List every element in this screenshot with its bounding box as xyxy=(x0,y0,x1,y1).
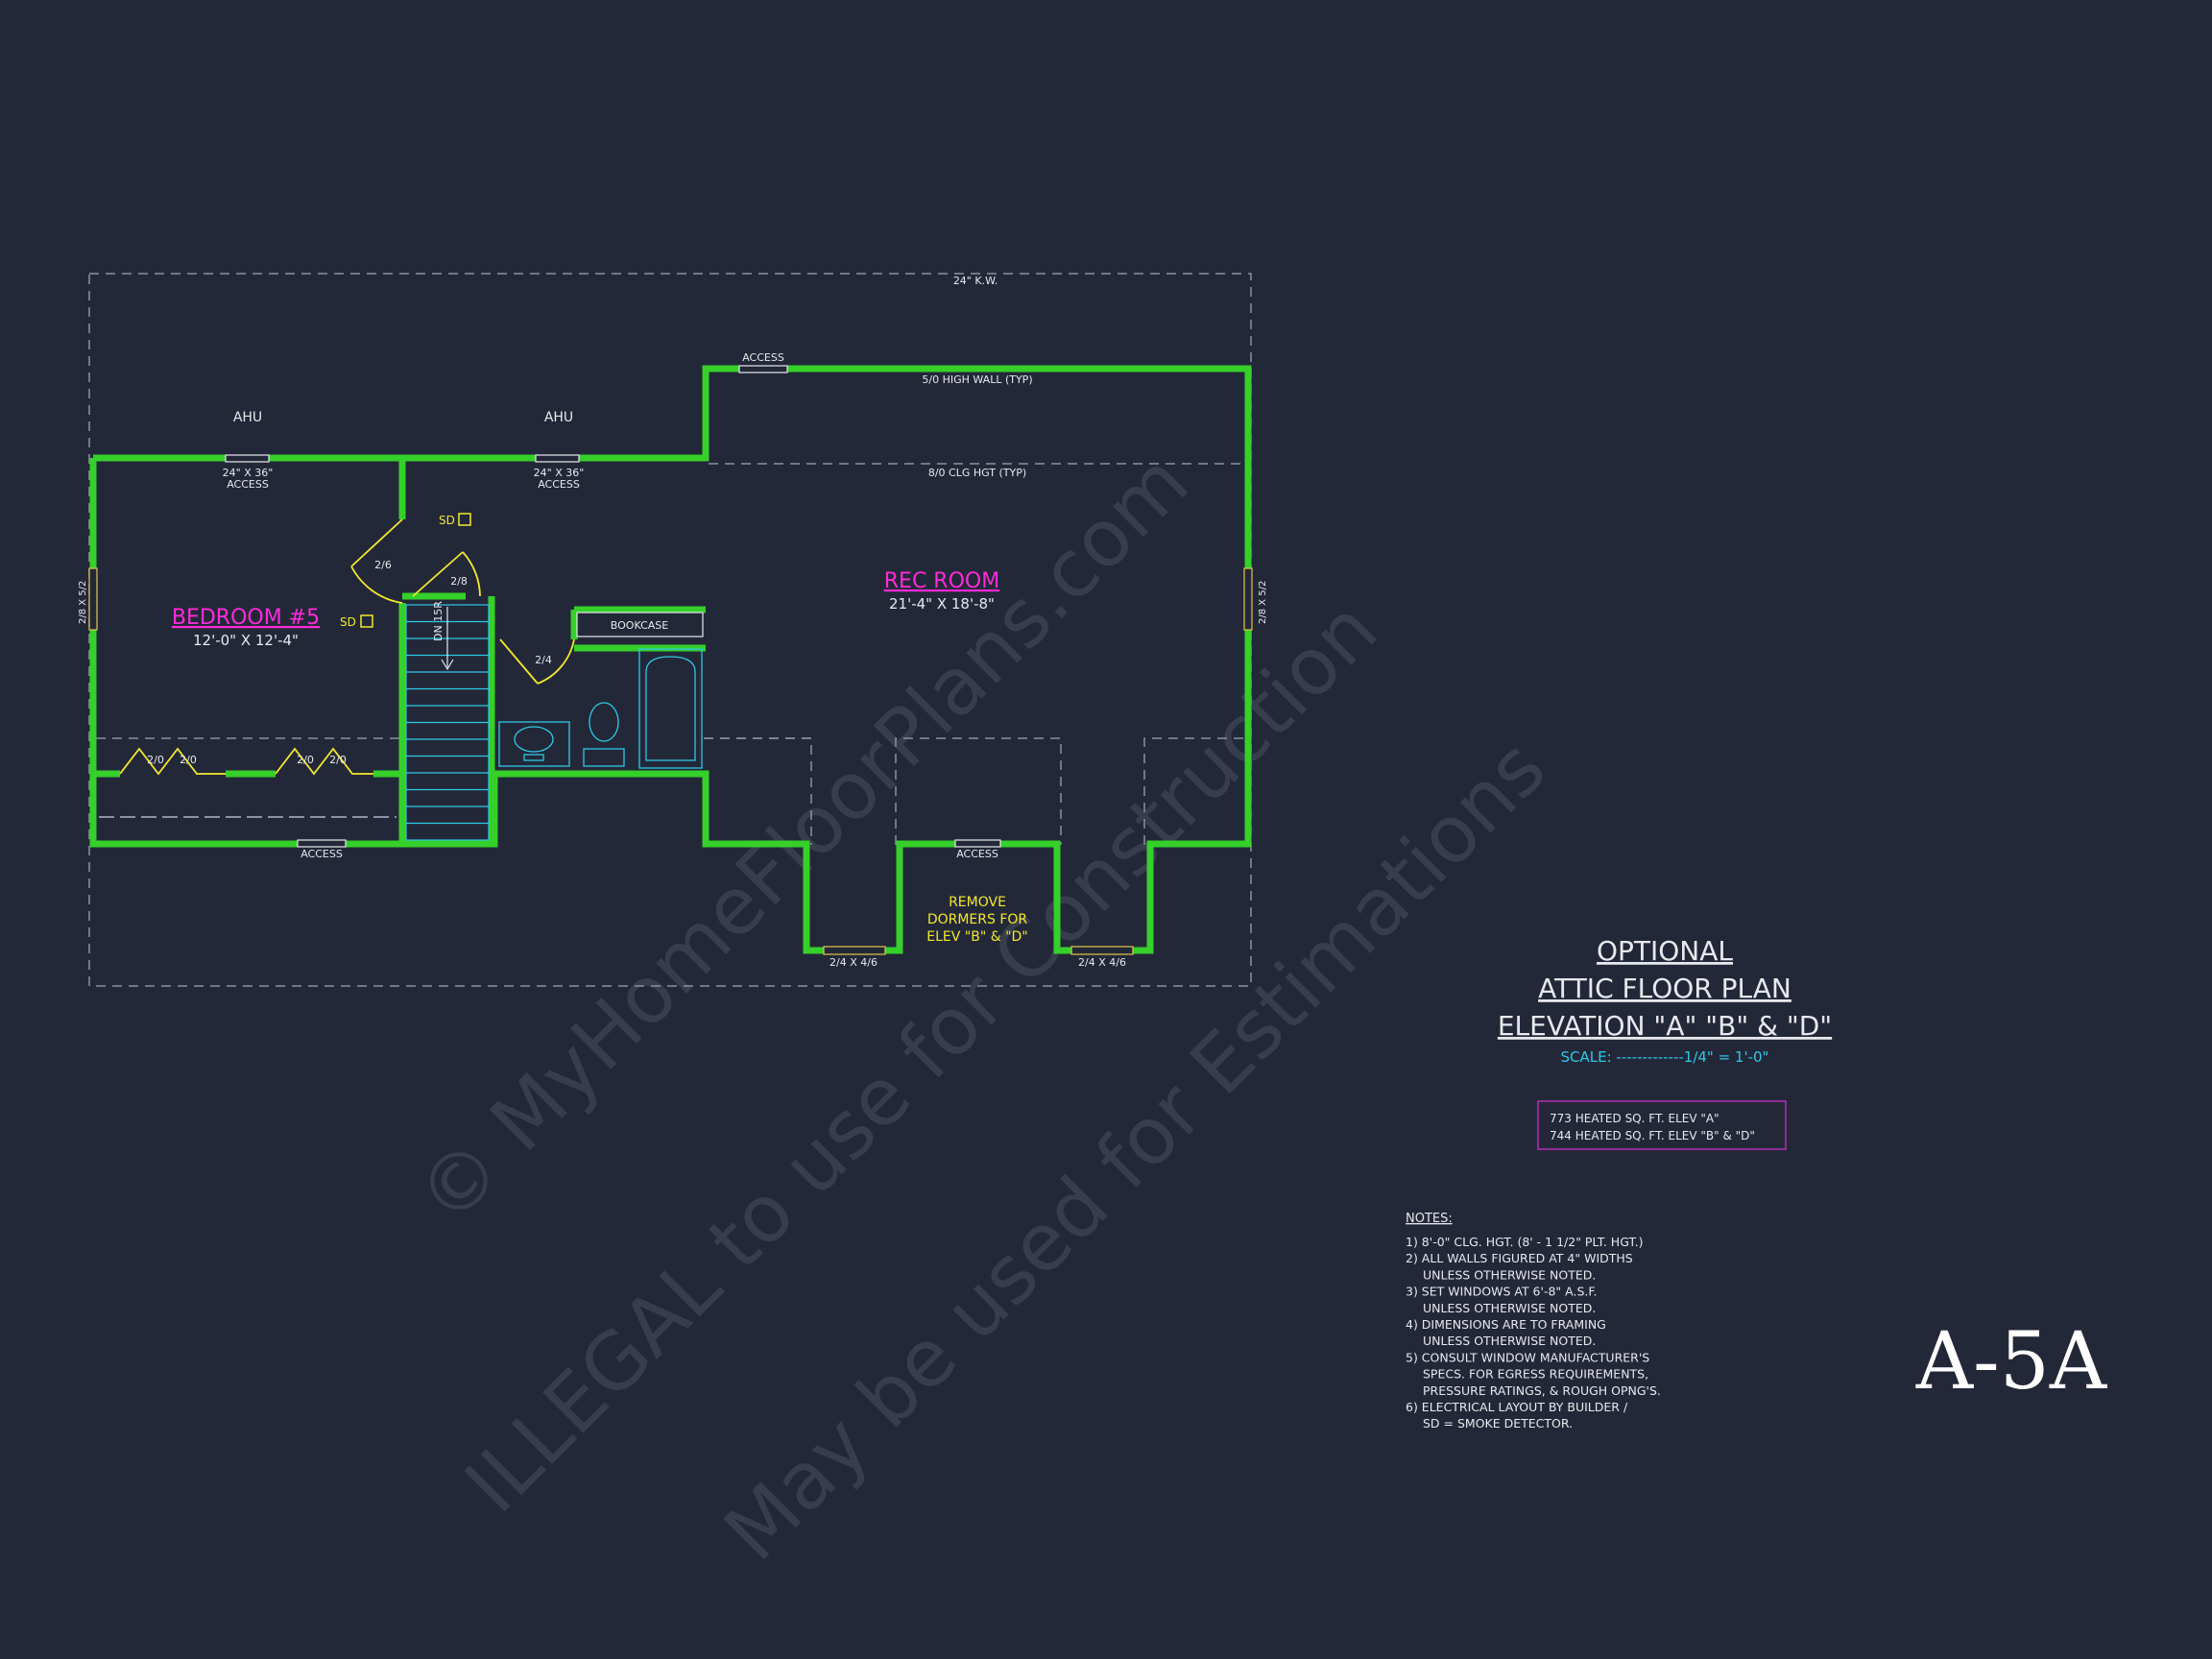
window-right xyxy=(1243,567,1253,631)
note-line: SPECS. FOR EGRESS REQUIREMENTS, xyxy=(1423,1367,1648,1382)
doors xyxy=(119,518,575,776)
high-wall-label: 5/0 HIGH WALL (TYP) xyxy=(922,373,1032,386)
door-bedroom-size: 2/6 xyxy=(374,559,392,571)
closet-door-1: 2/0 xyxy=(147,754,164,766)
ahu-left: AHU xyxy=(233,410,262,425)
bedroom-size: 12'-0" X 12'-4" xyxy=(193,632,299,649)
note-line: 3) SET WINDOWS AT 6'-8" A.S.F. xyxy=(1406,1285,1598,1299)
access-mid-line1: 24" X 36" xyxy=(534,467,585,479)
access-hatches xyxy=(225,365,1001,848)
note-line: 2) ALL WALLS FIGURED AT 4" WIDTHS xyxy=(1406,1251,1633,1265)
notes-heading: NOTES: xyxy=(1406,1212,1453,1226)
vanity-counter xyxy=(498,721,570,767)
note-line: 1) 8'-0" CLG. HGT. (8' - 1 1/2" PLT. HGT… xyxy=(1406,1235,1643,1249)
access-bottom-dormer: ACCESS xyxy=(956,848,998,860)
title-block: OPTIONAL ATTIC FLOOR PLAN ELEVATION "A" … xyxy=(1498,935,1832,1066)
sqft-elev-bd: 744 HEATED SQ. FT. ELEV "B" & "D" xyxy=(1550,1129,1755,1142)
smoke-detector-bedroom-label: SD xyxy=(340,615,356,629)
rec-room-size: 21'-4" X 18'-8" xyxy=(889,595,995,613)
dormer-dash-right xyxy=(1143,737,1246,845)
closet-door-3: 2/0 xyxy=(297,754,314,766)
closet-door-2: 2/0 xyxy=(180,754,197,766)
note-line: 6) ELECTRICAL LAYOUT BY BUILDER / xyxy=(1406,1400,1628,1414)
door-stair-swing xyxy=(462,551,481,597)
kw-label: 24" K.W. xyxy=(953,275,998,287)
access-mid-line2: ACCESS xyxy=(538,478,580,491)
note-line: SD = SMOKE DETECTOR. xyxy=(1423,1416,1573,1431)
dormer-dash-left xyxy=(704,737,812,845)
access-hatch-mid xyxy=(535,454,580,463)
title-line-3: ELEVATION "A" "B" & "D" xyxy=(1498,1010,1832,1042)
remove-dormers-line-2: DORMERS FOR xyxy=(927,912,1028,927)
sqft-elev-a: 773 HEATED SQ. FT. ELEV "A" xyxy=(1550,1112,1719,1125)
dormer-window-right xyxy=(1070,946,1134,955)
door-bath-size: 2/4 xyxy=(535,654,552,666)
sink-basin xyxy=(514,726,554,753)
door-bath-leaf xyxy=(499,638,539,685)
notes-list: 1) 8'-0" CLG. HGT. (8' - 1 1/2" PLT. HGT… xyxy=(1406,1235,1661,1431)
window-right-size: 2/8 X 5/2 xyxy=(1258,581,1268,624)
plan-labels: AHU AHU ACCESS 24" X 36" ACCESS 24" X 36… xyxy=(147,351,1126,969)
bookcase xyxy=(576,612,704,637)
access-hatch-top xyxy=(738,365,788,373)
door-bath-swing xyxy=(537,638,575,685)
clg-hgt-label: 8/0 CLG HGT (TYP) xyxy=(928,467,1026,479)
note-line: UNLESS OTHERWISE NOTED. xyxy=(1423,1334,1596,1348)
dormer-window-right-size: 2/4 X 4/6 xyxy=(1078,956,1126,969)
title-line-2: ATTIC FLOOR PLAN xyxy=(1538,973,1791,1004)
note-line: UNLESS OTHERWISE NOTED. xyxy=(1423,1301,1596,1315)
stair-label: DN 15R xyxy=(432,601,445,641)
door-bedroom-swing xyxy=(350,565,403,604)
note-line: 5) CONSULT WINDOW MANUFACTURER'S xyxy=(1406,1350,1649,1364)
ahu-right: AHU xyxy=(544,410,573,425)
note-line: 4) DIMENSIONS ARE TO FRAMING xyxy=(1406,1317,1606,1332)
access-hatch-bottom-left xyxy=(297,839,347,848)
toilet-bowl xyxy=(589,702,619,742)
window-left xyxy=(88,567,98,631)
access-hatch-left xyxy=(225,454,270,463)
walls xyxy=(89,365,1252,954)
bath-fixtures xyxy=(498,648,703,769)
door-stair-size: 2/8 xyxy=(450,575,468,588)
access-bottom-left: ACCESS xyxy=(301,848,343,860)
sqft-box xyxy=(1537,1100,1787,1150)
scale-label: SCALE: -------------1/4" = 1'-0" xyxy=(1561,1048,1769,1066)
clg-lines xyxy=(96,463,1246,845)
door-stair-leaf xyxy=(412,551,464,597)
toilet-tank xyxy=(583,748,625,767)
access-hatch-bottom-dormer xyxy=(954,839,1001,848)
closet-bifold-right xyxy=(275,747,373,776)
access-top-right: ACCESS xyxy=(742,351,784,364)
smoke-detector-upper-label: SD xyxy=(439,514,455,527)
access-left-line1: 24" X 36" xyxy=(223,467,274,479)
stair-arrow-head xyxy=(441,659,454,671)
title-line-1: OPTIONAL xyxy=(1597,935,1733,967)
note-line: PRESSURE RATINGS, & ROUGH OPNG'S. xyxy=(1423,1383,1661,1398)
access-left-line2: ACCESS xyxy=(227,478,269,491)
smoke-detector-bedroom-icon xyxy=(360,614,373,628)
closet-door-4: 2/0 xyxy=(329,754,347,766)
window-left-size: 2/8 X 5/2 xyxy=(78,581,88,624)
bookcase-label: BOOKCASE xyxy=(611,619,668,632)
dormer-window-left xyxy=(823,946,886,955)
bathtub xyxy=(638,648,703,769)
stairs xyxy=(405,604,490,841)
remove-dormers-note: REMOVE DORMERS FOR ELEV "B" & "D" xyxy=(926,895,1027,945)
windows xyxy=(88,567,1253,955)
sink-faucet xyxy=(523,754,544,761)
sheet-id: A-5A xyxy=(1915,1316,2108,1407)
door-bedroom-leaf xyxy=(350,518,403,567)
smoke-detector-upper-icon xyxy=(458,513,471,526)
bedroom-name: BEDROOM #5 xyxy=(172,606,320,630)
closet-bifold-left xyxy=(119,747,226,776)
rec-room-name: REC ROOM xyxy=(884,569,999,593)
dormer-window-left-size: 2/4 X 4/6 xyxy=(830,956,878,969)
remove-dormers-line-1: REMOVE xyxy=(949,895,1006,910)
remove-dormers-line-3: ELEV "B" & "D" xyxy=(926,929,1027,945)
dormer-dash-mid xyxy=(895,737,1062,845)
bathtub-basin xyxy=(645,656,696,761)
note-line: UNLESS OTHERWISE NOTED. xyxy=(1423,1267,1596,1282)
